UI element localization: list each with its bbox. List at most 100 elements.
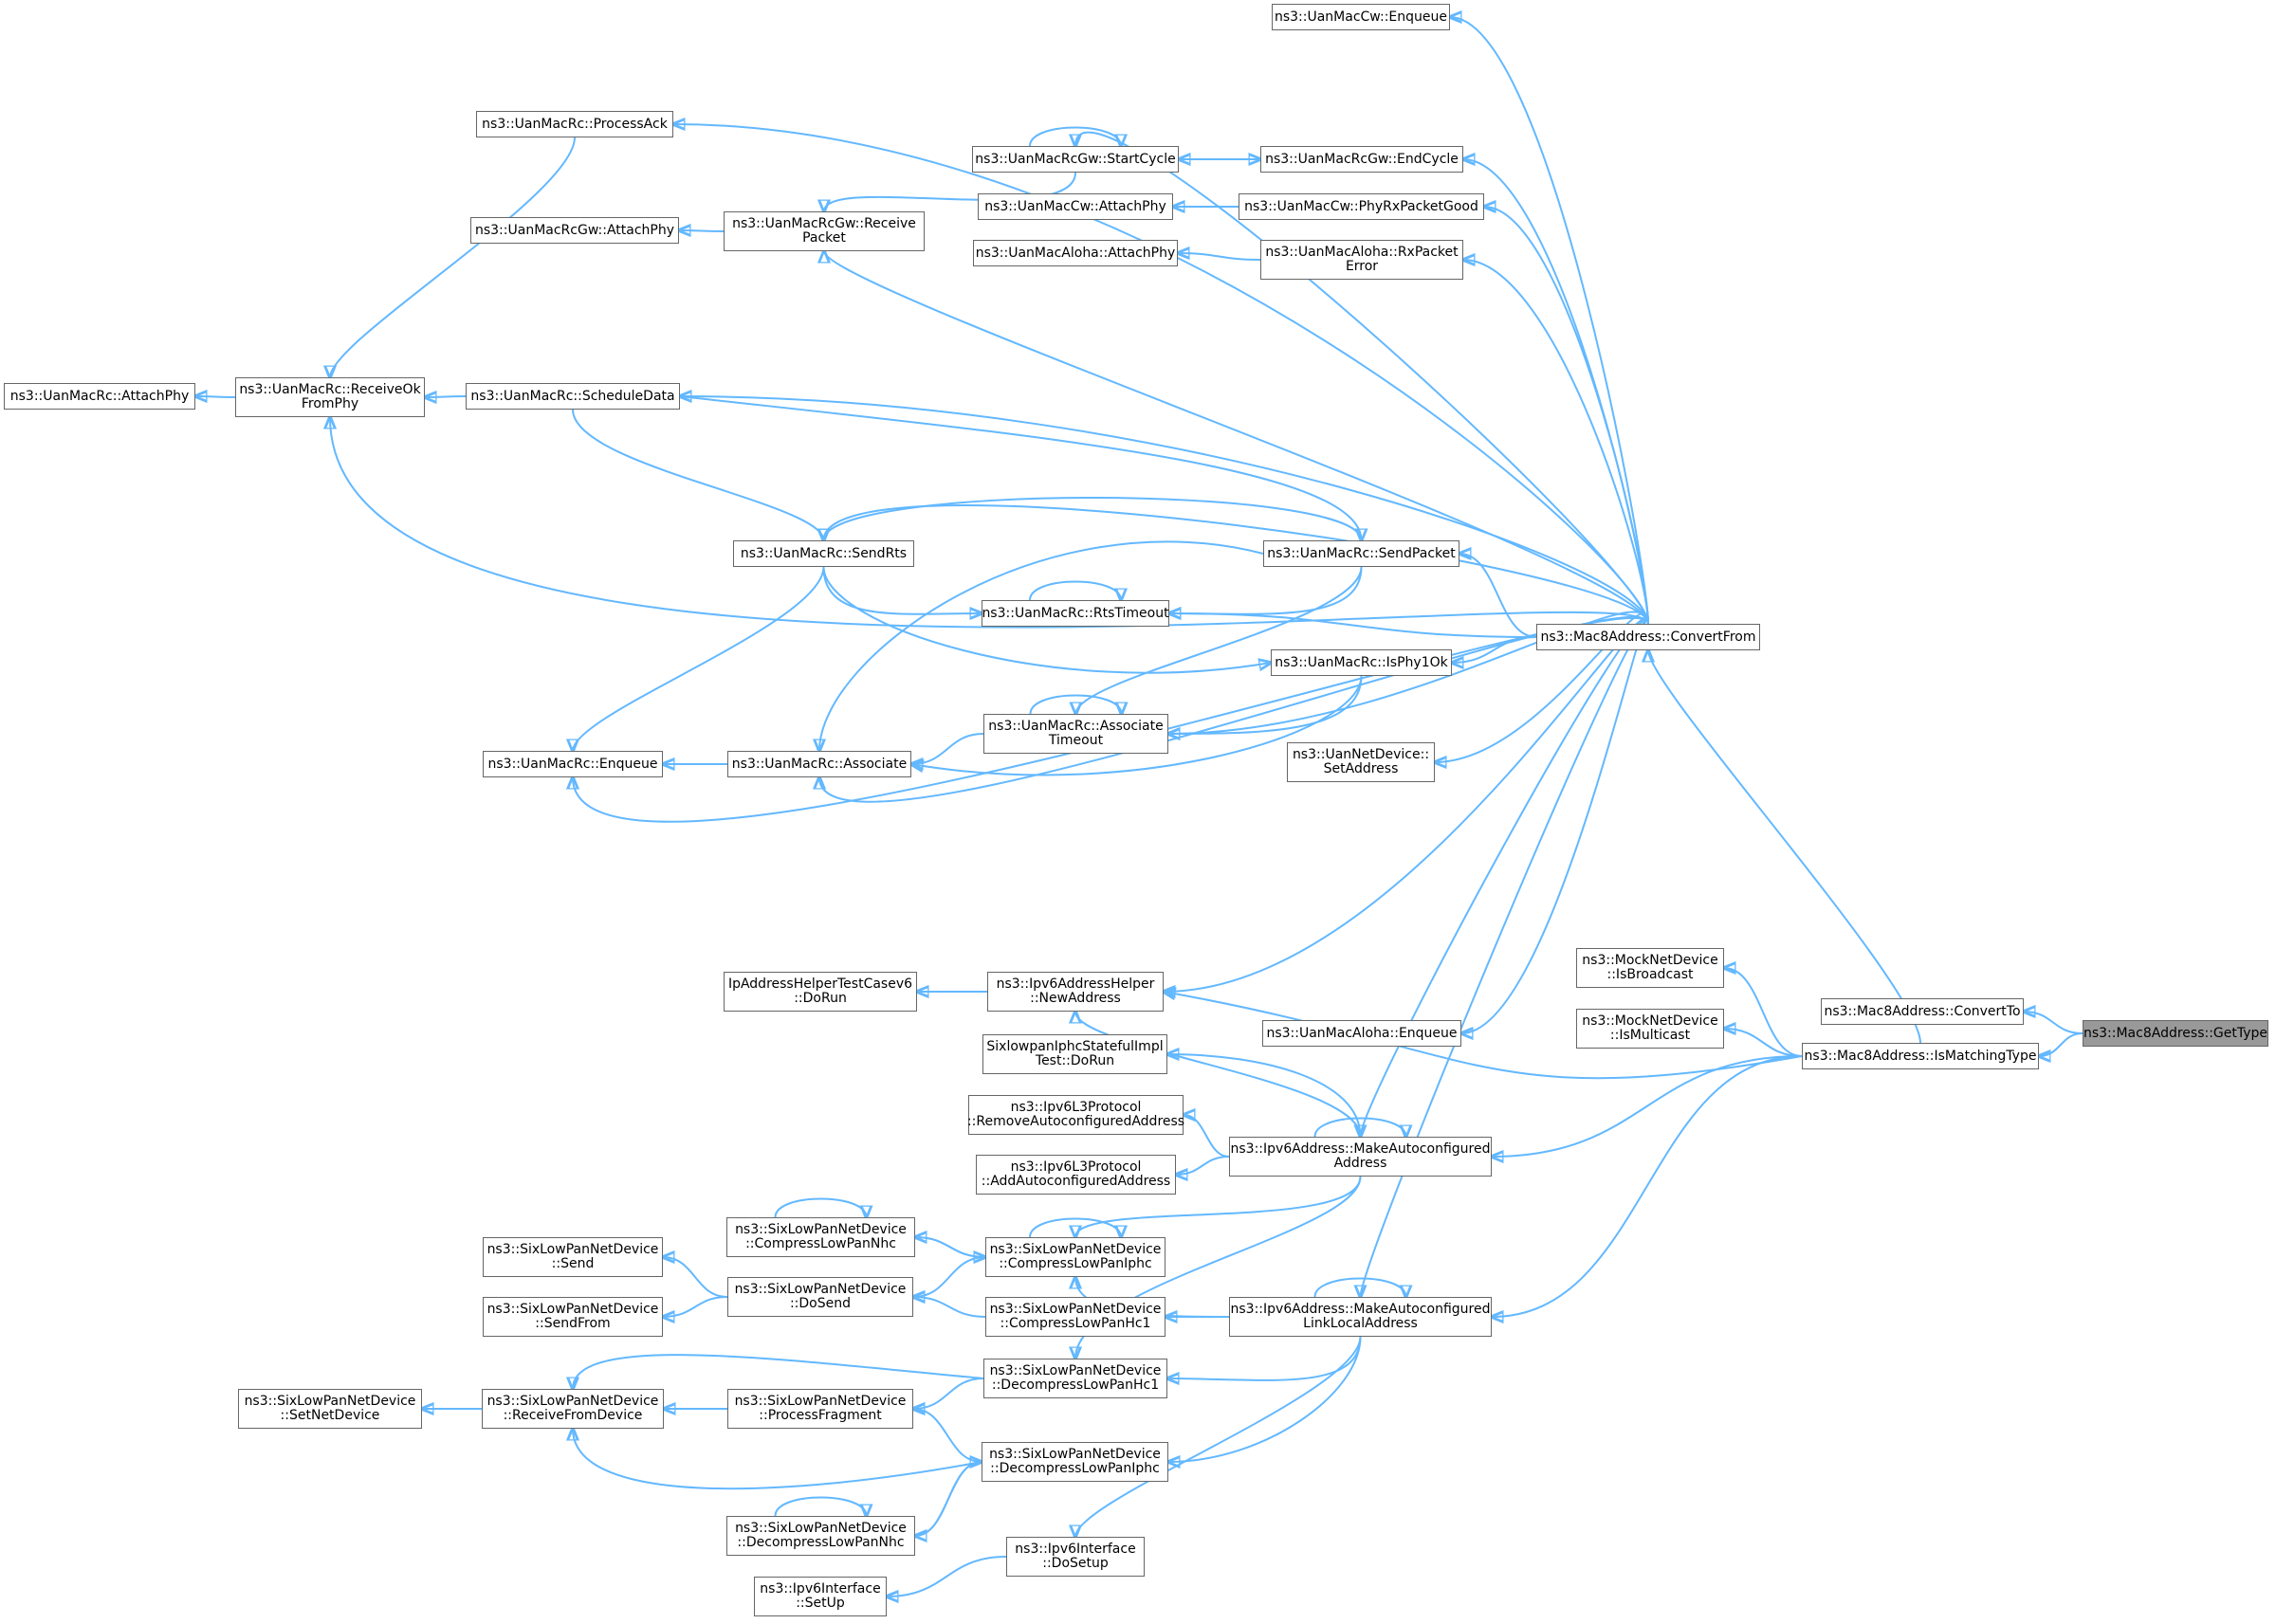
node-label-line: ns3::Ipv6AddressHelper <box>996 976 1155 992</box>
node-label-line: ns3::UanMacAloha::Enqueue <box>1266 1025 1458 1041</box>
node-decompress-iphc[interactable]: ns3::SixLowPanNetDevice::DecompressLowPa… <box>982 1442 1168 1482</box>
node-label-line: ::DecompressLowPanHc1 <box>991 1378 1160 1393</box>
node-label-line: ::AddAutoconfiguredAddress <box>981 1174 1171 1189</box>
edge-receiveFromDevice-decompressHc1 <box>573 1354 984 1389</box>
node-receive-from-device[interactable]: ns3::SixLowPanNetDevice::ReceiveFromDevi… <box>482 1389 664 1429</box>
node-associate[interactable]: ns3::UanMacRc::Associate <box>727 751 911 777</box>
edge-decompressIphc-makeAutoconfLL <box>1168 1336 1362 1462</box>
node-gw-attach-phy[interactable]: ns3::UanMacRcGw::AttachPhy <box>470 217 679 244</box>
node-compress-nhc[interactable]: ns3::SixLowPanNetDevice::CompressLowPanN… <box>726 1217 915 1257</box>
node-label-line: ns3::UanMacRc::ReceiveOk <box>239 382 421 397</box>
edge-isPhy1Ok-sendRts <box>822 566 1272 674</box>
edge-compressIphc-compressNhc <box>914 1236 985 1257</box>
edge-self-compressNhc <box>774 1197 867 1218</box>
node-rc-enqueue[interactable]: ns3::UanMacRc::Enqueue <box>483 751 663 777</box>
node-ipv6-if-set-up[interactable]: ns3::Ipv6Interface::SetUp <box>754 1577 887 1616</box>
node-send-rts[interactable]: ns3::UanMacRc::SendRts <box>733 540 914 567</box>
node-end-cycle[interactable]: ns3::UanMacRcGw::EndCycle <box>1260 146 1463 173</box>
node-label-line: Test::DoRun <box>1035 1053 1115 1068</box>
node-convert-to[interactable]: ns3::Mac8Address::ConvertTo <box>1821 998 2024 1025</box>
edge-phyRxPacketGood-convertFrom <box>1484 207 1649 625</box>
node-rts-timeout[interactable]: ns3::UanMacRc::RtsTimeout <box>982 600 1169 627</box>
node-label-line: ::CompressLowPanNhc <box>745 1236 896 1251</box>
edge-rcEnqueue-sendRts <box>573 566 825 751</box>
node-label-line: ns3::SixLowPanNetDevice <box>989 1447 1161 1462</box>
node-ip-helper-test[interactable]: IpAddressHelperTestCasev6::DoRun <box>724 972 917 1012</box>
node-send-packet[interactable]: ns3::UanMacRc::SendPacket <box>1263 540 1459 567</box>
node-start-cycle[interactable]: ns3::UanMacRcGw::StartCycle <box>972 146 1179 173</box>
node-label-line: ::ProcessFragment <box>759 1408 882 1423</box>
node-label-line: ::NewAddress <box>1030 991 1121 1006</box>
edge-associateTimeout-sendPacket <box>1076 566 1363 714</box>
node-is-phy1-ok[interactable]: ns3::UanMacRc::IsPhy1Ok <box>1271 649 1452 676</box>
node-label-line: ::DoSetup <box>1042 1556 1109 1571</box>
edge-makeAutoconfLL-isMatchingType <box>1492 1055 1803 1317</box>
node-aloha-attach-phy[interactable]: ns3::UanMacAloha::AttachPhy <box>973 240 1178 266</box>
node-ipv6-new-address[interactable]: ns3::Ipv6AddressHelper::NewAddress <box>987 972 1164 1012</box>
edge-sendPacket-scheduleData <box>679 395 1362 540</box>
node-label-line: ns3::Mac8Address::ConvertTo <box>1824 1003 2021 1019</box>
edge-decompressIphc-decompressNhc <box>914 1462 982 1537</box>
node-phy-rx-packet-good[interactable]: ns3::UanMacCw::PhyRxPacketGood <box>1239 193 1484 220</box>
edge-self-decompressNhc <box>774 1496 867 1517</box>
node-label-line: ns3::UanMacCw::AttachPhy <box>984 198 1166 214</box>
node-label-line: ns3::UanMacRc::IsPhy1Ok <box>1275 654 1448 670</box>
edge-associate-convertFrom <box>819 615 1649 803</box>
edge-self-associateTimeout <box>1029 694 1122 715</box>
node-slp-do-send[interactable]: ns3::SixLowPanNetDevice::DoSend <box>727 1277 913 1317</box>
node-mock-is-multicast[interactable]: ns3::MockNetDevice::IsMulticast <box>1576 1009 1724 1049</box>
node-cw-enqueue[interactable]: ns3::UanMacCw::Enqueue <box>1272 4 1450 30</box>
edge-decompressHc1-makeAutoconfLL <box>1167 1336 1362 1380</box>
node-decompress-nhc[interactable]: ns3::SixLowPanNetDevice::DecompressLowPa… <box>726 1516 915 1556</box>
node-convert-from[interactable]: ns3::Mac8Address::ConvertFrom <box>1536 624 1760 650</box>
node-label-line: ::DoRun <box>794 991 847 1006</box>
node-label-line: ns3::SixLowPanNetDevice <box>734 1394 907 1409</box>
node-aloha-enqueue[interactable]: ns3::UanMacAloha::Enqueue <box>1262 1020 1461 1047</box>
node-label-line: ns3::UanMacRcGw::StartCycle <box>975 151 1176 167</box>
edge-associate-sendPacket <box>819 540 1264 751</box>
edge-associateTimeout-convertFrom <box>1168 611 1649 734</box>
node-slp-send-from[interactable]: ns3::SixLowPanNetDevice::SendFrom <box>483 1297 663 1337</box>
node-cw-attach-phy[interactable]: ns3::UanMacCw::AttachPhy <box>978 193 1173 220</box>
node-label-line: ns3::UanMacAloha::RxPacket <box>1265 245 1459 260</box>
edge-receiveOkFromPhy-processAck <box>330 137 576 377</box>
node-slp-send[interactable]: ns3::SixLowPanNetDevice::Send <box>483 1237 663 1277</box>
node-mock-is-broadcast[interactable]: ns3::MockNetDevice::IsBroadcast <box>1576 948 1724 988</box>
node-label-line: ns3::UanMacRc::RtsTimeout <box>982 605 1169 621</box>
node-is-matching-type[interactable]: ns3::Mac8Address::IsMatchingType <box>1802 1043 2039 1069</box>
node-remove-autoconf[interactable]: ns3::Ipv6L3Protocol::RemoveAutoconfigure… <box>967 1095 1184 1135</box>
node-label-line: SixlowpanIphcStatefulImpl <box>986 1039 1164 1054</box>
node-slp-set-net-device[interactable]: ns3::SixLowPanNetDevice::SetNetDevice <box>238 1389 422 1429</box>
edge-scheduleData-convertFrom <box>680 396 1649 625</box>
edge-self-makeAutoconfAddr <box>1313 1117 1406 1138</box>
node-label-line: ns3::UanMacRcGw::AttachPhy <box>474 222 674 238</box>
node-label-line: ::DecompressLowPanIphc <box>990 1461 1160 1476</box>
node-process-ack[interactable]: ns3::UanMacRc::ProcessAck <box>476 111 673 137</box>
node-label-line: ns3::UanMacRcGw::Receive <box>732 216 916 231</box>
edge-receiveOkFromPhy-scheduleData <box>425 396 467 397</box>
node-uan-net-set-address[interactable]: ns3::UanNetDevice::SetAddress <box>1287 742 1435 782</box>
node-process-fragment[interactable]: ns3::SixLowPanNetDevice::ProcessFragment <box>727 1389 913 1429</box>
node-label-line: ns3::Mac8Address::GetType <box>2083 1025 2268 1041</box>
edge-mockIsBroadcast-isMatchingType <box>1724 968 1803 1057</box>
node-ipv6-if-do-setup[interactable]: ns3::Ipv6Interface::DoSetup <box>1006 1537 1145 1577</box>
edge-associateTimeout-isPhy1Ok <box>1168 675 1363 734</box>
node-rc-attach-phy[interactable]: ns3::UanMacRc::AttachPhy <box>4 383 195 410</box>
node-compress-hc1[interactable]: ns3::SixLowPanNetDevice::CompressLowPanH… <box>985 1297 1166 1337</box>
node-get-type[interactable]: ns3::Mac8Address::GetType <box>2083 1020 2268 1047</box>
node-schedule-data[interactable]: ns3::UanMacRc::ScheduleData <box>466 383 680 410</box>
node-label-line: ns3::UanNetDevice:: <box>1292 747 1430 762</box>
node-decompress-hc1[interactable]: ns3::SixLowPanNetDevice::DecompressLowPa… <box>983 1359 1167 1398</box>
node-label-line: ns3::MockNetDevice <box>1582 1013 1718 1029</box>
node-label-line: ::Send <box>551 1256 595 1271</box>
node-compress-iphc[interactable]: ns3::SixLowPanNetDevice::CompressLowPanI… <box>985 1237 1166 1277</box>
node-add-autoconf[interactable]: ns3::Ipv6L3Protocol::AddAutoconfiguredAd… <box>976 1155 1176 1195</box>
